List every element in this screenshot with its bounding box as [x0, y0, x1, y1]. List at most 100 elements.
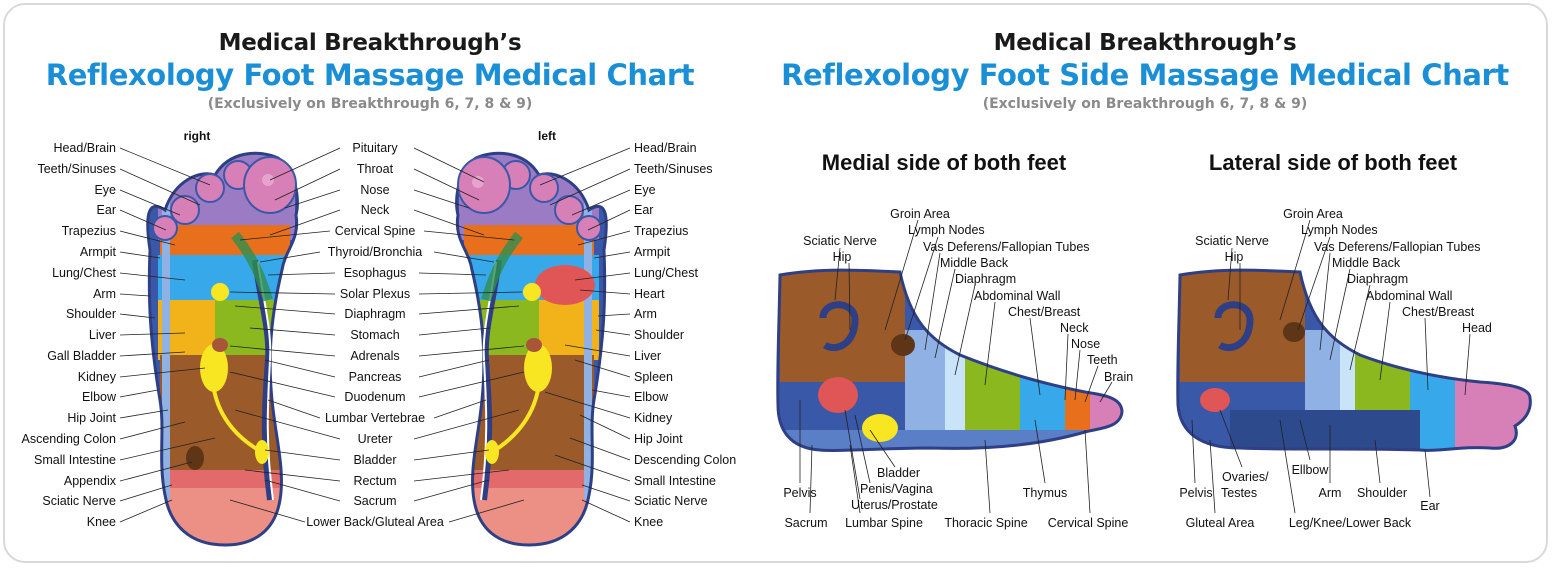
m-sacrum: Sacrum [784, 516, 827, 530]
label-heart: Heart [634, 287, 665, 301]
label-elbow-l: Elbow [634, 390, 669, 404]
label-eye: Eye [94, 183, 116, 197]
medial-foot-zones [777, 270, 1122, 451]
label-lumbar-vertebrae: Lumbar Vertebrae [325, 411, 425, 425]
label-adrenals: Adrenals [350, 349, 399, 363]
m-bladder: Bladder [877, 466, 920, 480]
label-shoulder: Shoulder [66, 307, 116, 321]
label-neck: Neck [361, 203, 390, 217]
m-lymph-nodes: Lymph Nodes [908, 223, 985, 237]
label-thyroid-bronchia: Thyroid/Bronchia [328, 245, 423, 259]
right-brand: Medical Breakthrough’s [993, 30, 1297, 56]
m-thoracic-spine: Thoracic Spine [944, 516, 1027, 530]
m-diaphragm: Diaphragm [955, 272, 1016, 286]
t-abdominal-wall: Abdominal Wall [1366, 289, 1452, 303]
t-gluteal-area: Gluteal Area [1186, 516, 1255, 530]
label-armpit-l: Armpit [634, 245, 671, 259]
m-brain: Brain [1104, 370, 1133, 384]
lateral-foot [1176, 268, 1532, 452]
label-lung-chest: Lung/Chest [52, 266, 116, 280]
label-hip-joint-l: Hip Joint [634, 432, 683, 446]
label-stomach: Stomach [350, 328, 399, 342]
label-throat: Throat [357, 162, 394, 176]
label-head-brain-l: Head/Brain [634, 141, 697, 155]
label-armpit: Armpit [80, 245, 117, 259]
left-foot [455, 151, 608, 547]
t-shoulder: Shoulder [1357, 486, 1407, 500]
label-sciatic-nerve-l: Sciatic Nerve [634, 494, 708, 508]
m-penis-vagina: Penis/Vagina [860, 482, 933, 496]
label-trapezius: Trapezius [62, 224, 116, 238]
label-knee: Knee [87, 515, 116, 529]
left-foot-label: left [538, 129, 556, 143]
label-small-intestine: Small Intestine [34, 453, 116, 467]
label-appendix: Appendix [64, 474, 117, 488]
t-chest-breast: Chest/Breast [1402, 305, 1475, 319]
label-knee-l: Knee [634, 515, 663, 529]
left-subtitle: (Exclusively on Breakthrough 6, 7, 8 & 9… [207, 96, 533, 112]
label-pituitary: Pituitary [352, 141, 398, 155]
m-lumbar-spine: Lumbar Spine [845, 516, 923, 530]
right-title: Reflexology Foot Side Massage Medical Ch… [781, 58, 1509, 92]
label-bladder: Bladder [353, 453, 396, 467]
m-nose: Nose [1071, 337, 1100, 351]
label-duodenum: Duodenum [344, 390, 405, 404]
label-kidney: Kidney [78, 370, 117, 384]
m-hip: Hip [833, 250, 852, 264]
label-trapezius-l: Trapezius [634, 224, 688, 238]
lateral-title: Lateral side of both feet [1209, 150, 1458, 175]
label-descending-colon: Descending Colon [634, 453, 736, 467]
m-sciatic-nerve: Sciatic Nerve [803, 234, 877, 248]
label-sacrum: Sacrum [353, 494, 396, 508]
label-ascending-colon: Ascending Colon [21, 432, 116, 446]
label-nose: Nose [360, 183, 389, 197]
t-hip: Hip [1225, 250, 1244, 264]
m-vas-deferens: Vas Deferens/Fallopian Tubes [923, 240, 1090, 254]
label-spleen: Spleen [634, 370, 673, 384]
label-gall-bladder: Gall Bladder [47, 349, 116, 363]
lateral-foot-zones [1177, 270, 1531, 451]
t-diaphragm: Diaphragm [1347, 272, 1408, 286]
t-arm: Arm [1319, 486, 1342, 500]
t-vas-deferens: Vas Deferens/Fallopian Tubes [1314, 240, 1481, 254]
m-abdominal-wall: Abdominal Wall [974, 289, 1060, 303]
label-arm-l: Arm [634, 307, 657, 321]
label-pancreas: Pancreas [349, 370, 402, 384]
t-ear: Ear [1420, 499, 1439, 513]
medial-leaders [799, 219, 1113, 514]
t-lymph-nodes: Lymph Nodes [1301, 223, 1378, 237]
outer-right-labels: Head/Brain Teeth/Sinuses Eye Ear Trapezi… [634, 141, 736, 529]
left-brand: Medical Breakthrough’s [218, 30, 522, 56]
label-teeth-sinuses-l: Teeth/Sinuses [634, 162, 713, 176]
m-pelvis: Pelvis [783, 486, 816, 500]
label-kidney-l: Kidney [634, 411, 673, 425]
label-esophagus: Esophagus [344, 266, 407, 280]
label-liver: Liver [89, 328, 116, 342]
right-subtitle: (Exclusively on Breakthrough 6, 7, 8 & 9… [982, 96, 1308, 112]
label-diaphragm: Diaphragm [344, 307, 405, 321]
t-ellbow: Ellbow [1292, 463, 1330, 477]
right-foot-label: right [184, 129, 211, 143]
t-ovaries: Ovaries/ [1222, 470, 1269, 484]
label-hip-joint: Hip Joint [67, 411, 116, 425]
label-cervical-spine: Cervical Spine [335, 224, 416, 238]
label-eye-l: Eye [634, 183, 656, 197]
medial-labels: Groin Area Sciatic Nerve Lymph Nodes Hip… [783, 207, 1133, 530]
label-shoulder-l: Shoulder [634, 328, 684, 342]
t-head: Head [1462, 321, 1492, 335]
m-teeth: Teeth [1087, 353, 1118, 367]
m-cervical-spine: Cervical Spine [1048, 516, 1129, 530]
lateral-leaders [1191, 219, 1471, 514]
outer-left-labels: Head/Brain Teeth/Sinuses Eye Ear Trapezi… [21, 141, 116, 529]
label-ear-l: Ear [634, 203, 653, 217]
label-solar-plexus: Solar Plexus [340, 287, 410, 301]
center-labels: Pituitary Throat Nose Neck Cervical Spin… [306, 141, 444, 529]
label-teeth-sinuses: Teeth/Sinuses [37, 162, 116, 176]
leader-lines [119, 147, 1471, 523]
medial-foot [776, 268, 1124, 453]
label-elbow: Elbow [82, 390, 117, 404]
m-middle-back: Middle Back [940, 256, 1009, 270]
lateral-labels: Groin Area Sciatic Nerve Lymph Nodes Hip… [1179, 207, 1492, 530]
